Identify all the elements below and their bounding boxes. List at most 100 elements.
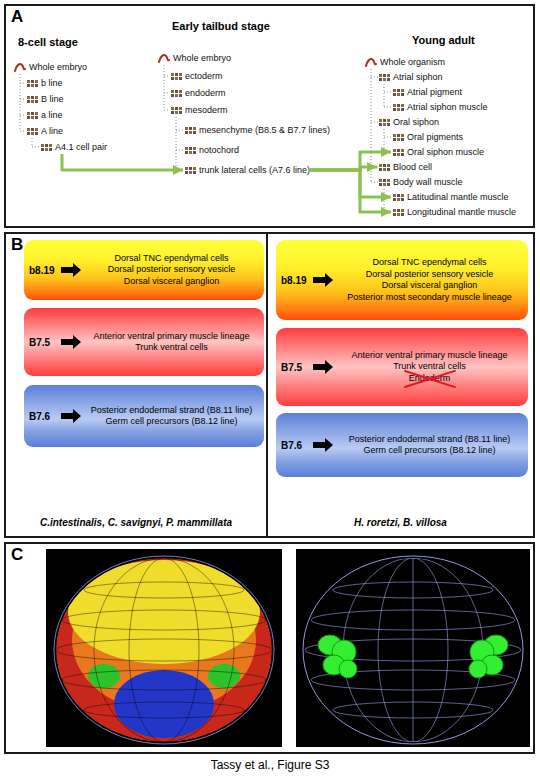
tree-icon (387, 119, 390, 122)
lineage-box: B7.6Posterior endodermal strand (B8.11 l… (24, 385, 264, 447)
highlighted-cell (469, 660, 487, 678)
tree-icon (189, 127, 192, 130)
tree-item: trunk lateral cells (A7.6 line) (184, 163, 310, 177)
tree-icon (170, 105, 182, 116)
tree-icon (179, 77, 182, 80)
tree-icon (185, 127, 188, 130)
tree-item: a line (26, 108, 63, 122)
species-caption: H. roretzi, B. villosa (268, 517, 533, 528)
tree-label: A line (41, 124, 63, 138)
tree-icon (393, 134, 396, 137)
tree-icon (387, 123, 390, 126)
fate-item: Trunk ventral cells (135, 342, 208, 354)
tree-icon (189, 147, 192, 150)
fate-list: Dorsal TNC ependymal cellsDorsal posteri… (83, 253, 260, 288)
lineage-arrow (310, 170, 391, 197)
tree-icon (379, 78, 382, 81)
fate-list: Anterior ventral primary muscle lineageT… (335, 350, 524, 385)
tree-icon (35, 80, 38, 83)
lineage-arrow (62, 154, 183, 170)
tree-icon (383, 168, 386, 171)
tree-icon (27, 100, 30, 103)
fate-list: Anterior ventral primary muscle lineageT… (83, 331, 260, 354)
tree-item: Whole organism (365, 55, 445, 69)
tree-label: Oral siphon muscle (407, 145, 484, 159)
tree-icon (397, 153, 400, 156)
species-caption: C.intestinalis, C. savignyi, P. mammilla… (6, 517, 266, 528)
tree-icon (397, 198, 400, 201)
tree-icon (383, 164, 386, 167)
figure-panel: BC.intestinalis, C. savignyi, P. mammill… (4, 232, 535, 538)
tree-icon (392, 207, 404, 218)
cell-outline (333, 702, 493, 718)
lineage-box: B7.5 Anterior ventral primary muscle line… (276, 328, 528, 406)
tree-icon (171, 77, 174, 80)
tree-icon (158, 53, 170, 64)
fate-item: Dorsal visceral ganglion (124, 276, 220, 288)
tree-label: Blood cell (393, 160, 432, 174)
lineage-arrow (310, 167, 377, 170)
cell-territory (208, 664, 240, 688)
tree-icon (171, 73, 174, 76)
tree-icon (41, 144, 44, 147)
tree-icon (170, 71, 182, 82)
tree-icon (171, 107, 174, 110)
lineage-box: b8.19Dorsal TNC ependymal cellsDorsal po… (24, 240, 264, 300)
cell-outline (62, 670, 266, 690)
render-background (46, 549, 282, 747)
fate-item: Germ cell precursors (B8.12 line) (363, 445, 495, 457)
tree-icon (45, 144, 48, 147)
tree-icon (401, 134, 404, 137)
tree-icon (393, 138, 396, 141)
tree-label: A4.1 cell pair (55, 140, 107, 154)
lineage-box: B7.5Anterior ventral primary muscle line… (24, 308, 264, 376)
tree-icon (171, 111, 174, 114)
fate-list: Posterior endodermal strand (B8.11 line)… (335, 434, 524, 457)
tree-label: b line (41, 76, 63, 90)
tree-icon (35, 128, 38, 131)
tree-icon (401, 153, 404, 156)
tree-icon (179, 94, 182, 97)
tree-icon (365, 57, 377, 68)
tree-icon (401, 209, 404, 212)
tree-item: Body wall muscle (378, 175, 463, 189)
tree-icon (393, 153, 396, 156)
tree-icon (393, 213, 396, 216)
cell-outline (378, 558, 448, 742)
lineage-arrow (310, 170, 391, 212)
tree-icon (31, 84, 34, 87)
tree-icon (379, 179, 382, 182)
tree-icon (387, 78, 390, 81)
tree-icon (27, 112, 30, 115)
cell-outline (311, 670, 515, 690)
tree-icon (185, 131, 188, 134)
tree-item: Longitudinal mantle muscle (392, 205, 516, 219)
tree-icon (379, 123, 382, 126)
tree-icon (401, 213, 404, 216)
highlighted-cells (318, 635, 508, 678)
tree-icon (179, 107, 182, 110)
tree-item: A4.1 cell pair (40, 140, 107, 154)
lineage-box: b8.19Dorsal TNC ependymal cellsDorsal po… (276, 240, 528, 320)
blastomere-name: B7.5 (281, 362, 311, 373)
tree-item: Blood cell (378, 160, 432, 174)
stage-heading: 8-cell stage (18, 36, 78, 48)
tree-icon (27, 128, 30, 131)
tree-item: mesoderm (170, 103, 228, 117)
blastomere-name: B7.6 (281, 440, 311, 451)
tree-item: Latitudinal mantle muscle (392, 190, 509, 204)
tree-icon (26, 110, 38, 121)
tree-icon (393, 89, 396, 92)
tree-icon (393, 104, 396, 107)
tree-icon (397, 104, 400, 107)
tree-icon (401, 93, 404, 96)
lineage-arrow (310, 152, 391, 170)
highlighted-cell (318, 635, 342, 655)
tree-icon (397, 89, 400, 92)
tree-label: notochord (199, 143, 239, 157)
tree-icon (383, 74, 386, 77)
tree-label: Latitudinal mantle muscle (407, 190, 509, 204)
tree-item: A line (26, 124, 63, 138)
block-arrow (313, 438, 333, 452)
tree-icon (35, 100, 38, 103)
